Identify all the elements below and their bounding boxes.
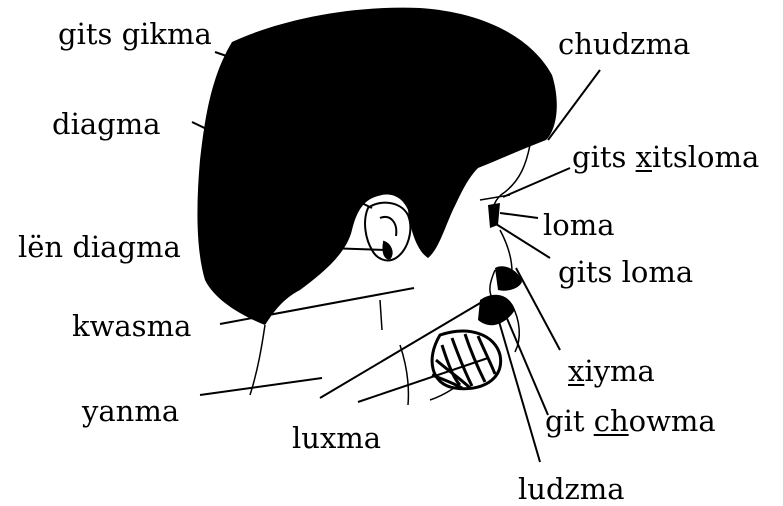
label-gits-gikma: gits gikma [58, 20, 212, 49]
leader-yanma [200, 378, 322, 395]
label-gits-xitsloma: gits xitsloma [572, 143, 759, 172]
leader-git-chowma [500, 302, 548, 415]
label-gits-xitsloma-part2: itsloma [652, 140, 759, 174]
label-len-diagma: lën diagma [18, 233, 181, 262]
label-xiyma: xiyma [568, 357, 655, 386]
label-kwasma: kwasma [72, 312, 191, 341]
label-yanma: yanma [82, 397, 179, 426]
label-git-chowma-part1: git [545, 404, 594, 438]
eye-shape [480, 195, 510, 228]
leader-gits-xitsloma [503, 168, 570, 197]
label-xiyma-part: iyma [584, 354, 654, 388]
leader-xiyma [516, 268, 560, 350]
label-gits-xitsloma-part1: gits [572, 140, 636, 174]
leader-loma [500, 213, 538, 218]
nose-mouth-shape [478, 266, 522, 325]
beard-shape [432, 331, 501, 389]
label-chudzma: chudzma [558, 30, 690, 59]
ear-shape [365, 203, 410, 261]
label-git-chowma: git chowma [545, 407, 716, 436]
label-luxma: luxma [292, 424, 381, 453]
label-gits-loma: gits loma [558, 258, 693, 287]
label-ludzma: ludzma [518, 475, 625, 504]
label-git-chowma-underlined: ch [594, 404, 629, 438]
label-git-chowma-part2: owma [629, 404, 716, 438]
leader-gits-loma [496, 224, 550, 258]
label-diagma: diagma [52, 110, 160, 139]
label-xiyma-underlined: x [568, 354, 584, 388]
label-gits-xitsloma-underlined: x [636, 140, 652, 174]
label-loma: loma [543, 211, 615, 240]
